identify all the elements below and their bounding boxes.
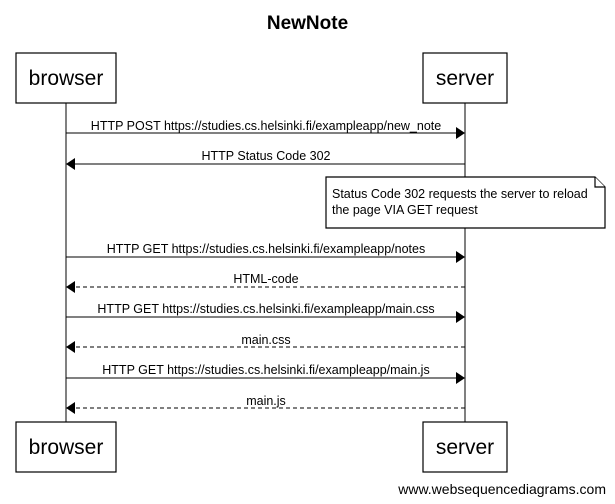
browser-participant-top: browser bbox=[15, 52, 117, 104]
message-3: HTTP GET https://studies.cs.helsinki.fi/… bbox=[66, 242, 465, 263]
message-6-label: main.css bbox=[241, 333, 290, 347]
message-8-label: main.js bbox=[246, 394, 286, 408]
server-participant-top: server bbox=[422, 52, 508, 104]
message-3-label: HTTP GET https://studies.cs.helsinki.fi/… bbox=[107, 242, 425, 256]
message-1-label: HTTP POST https://studies.cs.helsinki.fi… bbox=[91, 119, 441, 133]
note: Status Code 302 requests the server to r… bbox=[325, 176, 606, 229]
footer-watermark[interactable]: www.websequencediagrams.com bbox=[397, 481, 606, 497]
message-4: HTML-code bbox=[66, 272, 465, 293]
message-7-arrowhead bbox=[456, 372, 465, 384]
message-1-arrowhead bbox=[456, 127, 465, 139]
message-5-arrowhead bbox=[456, 311, 465, 323]
message-2-label: HTTP Status Code 302 bbox=[201, 149, 330, 163]
server-participant-label: server bbox=[436, 67, 494, 90]
note-corner-fold bbox=[594, 177, 605, 188]
message-4-label: HTML-code bbox=[233, 272, 298, 286]
message-6-arrowhead bbox=[66, 341, 75, 353]
diagram-title: NewNote bbox=[267, 13, 348, 34]
browser-participant-bottom-label: browser bbox=[29, 436, 104, 459]
note-line-1: Status Code 302 requests the server to r… bbox=[332, 187, 588, 201]
message-5-label: HTTP GET https://studies.cs.helsinki.fi/… bbox=[97, 302, 434, 316]
browser-participant-label: browser bbox=[29, 67, 104, 90]
message-4-arrowhead bbox=[66, 281, 75, 293]
message-8-arrowhead bbox=[66, 402, 75, 414]
message-6: main.css bbox=[66, 333, 465, 353]
message-2-arrowhead bbox=[66, 158, 75, 170]
message-1: HTTP POST https://studies.cs.helsinki.fi… bbox=[66, 119, 465, 139]
server-participant-bottom-label: server bbox=[436, 436, 494, 459]
note-line-2: the page VIA GET request bbox=[332, 203, 478, 217]
message-5: HTTP GET https://studies.cs.helsinki.fi/… bbox=[66, 302, 465, 323]
message-2: HTTP Status Code 302 bbox=[66, 149, 465, 170]
message-3-arrowhead bbox=[456, 251, 465, 263]
browser-participant-bottom: browser bbox=[15, 421, 117, 473]
message-8: main.js bbox=[66, 394, 465, 414]
note-box bbox=[325, 176, 606, 229]
message-7-label: HTTP GET https://studies.cs.helsinki.fi/… bbox=[102, 363, 429, 377]
server-participant-bottom: server bbox=[422, 421, 508, 473]
message-7: HTTP GET https://studies.cs.helsinki.fi/… bbox=[66, 363, 465, 384]
